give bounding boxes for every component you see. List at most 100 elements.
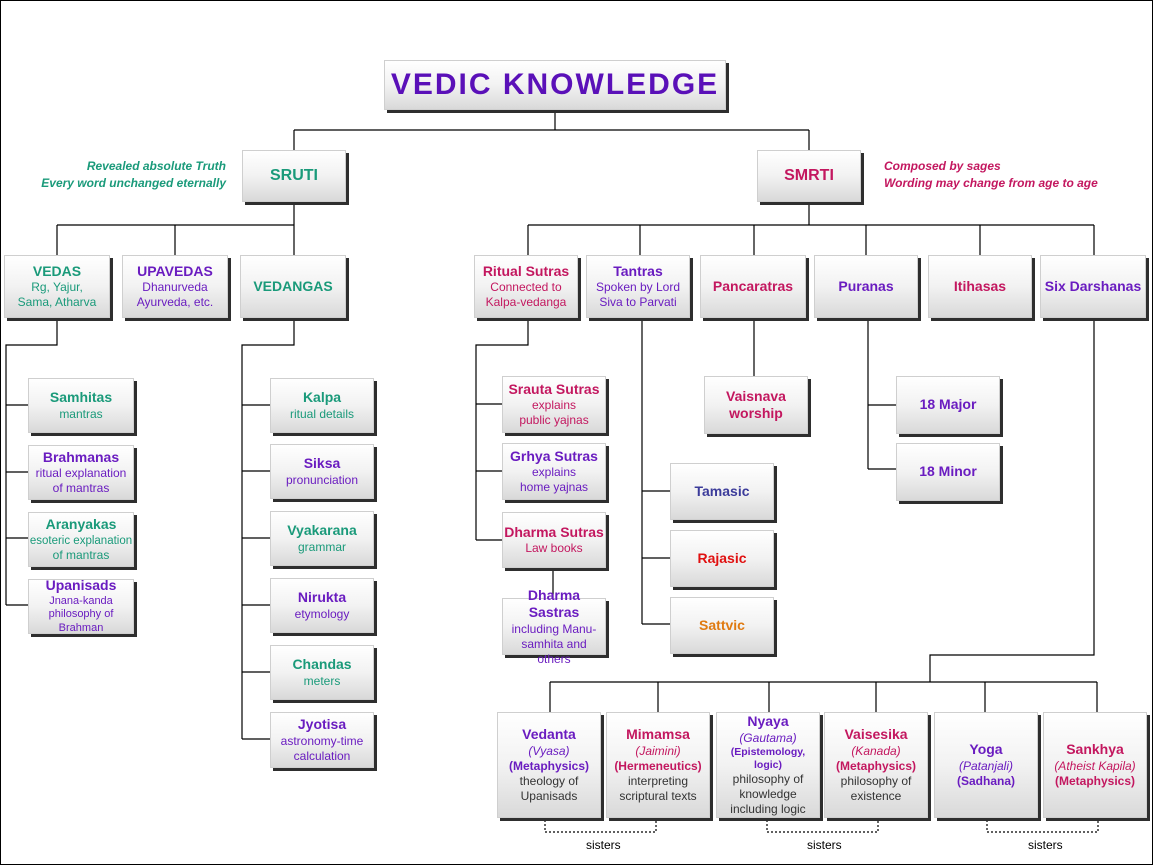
nirukta-node: Nirukta etymology (270, 578, 374, 633)
pancaratras-title: Pancaratras (712, 277, 794, 294)
vaisesika-title: Vaisesika (844, 726, 908, 743)
major-puranas-node: 18 Major (896, 376, 1000, 434)
vedanta-line-1: theology of (519, 773, 579, 788)
dharma-sutras-node: Dharma Sutras Law books (502, 512, 606, 568)
mimamsa-topic: (Hermeneutics) (614, 758, 702, 773)
chandas-title: Chandas (292, 656, 352, 673)
page-title: VEDIC KNOWLEDGE (390, 68, 720, 102)
aranyakas-node: Aranyakas esoteric explanation of mantra… (28, 512, 134, 567)
dharma-sutras-title: Dharma Sutras (504, 523, 604, 540)
dharma-sutras-line-1: Law books (525, 541, 583, 556)
samhitas-title: Samhitas (49, 389, 113, 406)
dharma-sastras-node: Dharma Sastras including Manu- samhita a… (502, 587, 606, 666)
samhitas-node: Samhitas mantras (28, 378, 134, 433)
jyotisa-line-2: calculation (293, 748, 351, 763)
tamasic-title: Tamasic (694, 482, 750, 499)
minor-puranas-title: 18 Minor (919, 463, 977, 480)
grhya-sutras-node: Grhya Sutras explains home yajnas (502, 443, 606, 500)
nyaya-topic: (Epistemology, logic) (730, 745, 806, 771)
srauta-sutras-line-2: public yajnas (519, 413, 589, 428)
vedangas-title: VEDANGAS (253, 277, 333, 294)
puranas-title: Puranas (838, 277, 894, 294)
sisters-label-1: sisters (586, 838, 621, 852)
upavedas-line-1: Dhanurveda (142, 280, 208, 295)
smrti-note: Composed by sages Wording may change fro… (884, 158, 1124, 192)
mimamsa-author: (Jaimini) (635, 743, 681, 758)
vedas-line-2: Sama, Atharva (17, 295, 97, 310)
itihasas-node: Itihasas (928, 255, 1032, 318)
upavedas-title: UPAVEDAS (137, 262, 213, 279)
vaisnava-worship-node: Vaisnava worship (704, 376, 808, 434)
brahmanas-line-2: of mantras (52, 481, 110, 496)
chandas-node: Chandas meters (270, 645, 374, 700)
vaisnava-line-1: Vaisnava (726, 387, 786, 404)
brahmanas-line-1: ritual explanation (35, 466, 127, 481)
vyakarana-node: Vyakarana grammar (270, 511, 374, 566)
vedanta-topic: (Metaphysics) (508, 758, 590, 773)
vedas-line-1: Rg, Yajur, (31, 280, 83, 295)
srauta-sutras-node: Srauta Sutras explains public yajnas (502, 376, 606, 433)
tantras-line-2: Siva to Parvati (599, 295, 677, 310)
nyaya-node: Nyaya (Gautama) (Epistemology, logic) ph… (716, 712, 820, 818)
rajasic-node: Rajasic (670, 530, 774, 587)
yoga-topic: (Sadhana) (956, 773, 1015, 788)
ritual-sutras-title: Ritual Sutras (482, 262, 570, 279)
sankhya-author: (Atheist Kapila) (1054, 758, 1136, 773)
rajasic-title: Rajasic (697, 549, 747, 566)
srauta-sutras-line-1: explains (531, 398, 577, 413)
major-puranas-title: 18 Major (919, 396, 977, 413)
vedanta-line-2: Upanisads (520, 788, 578, 803)
minor-puranas-node: 18 Minor (896, 443, 1000, 501)
vaisnava-line-2: worship (729, 405, 783, 421)
aranyakas-line-1: esoteric explanation (29, 534, 133, 547)
puranas-node: Puranas (814, 255, 918, 318)
sruti-note: Revealed absolute Truth Every word uncha… (30, 158, 226, 192)
yoga-author: (Patanjali) (958, 758, 1014, 773)
upanisads-node: Upanisads Jnana-kanda philosophy of Brah… (28, 577, 134, 635)
srauta-sutras-title: Srauta Sutras (508, 380, 600, 397)
vaisesika-line-1: philosophy of (840, 773, 912, 788)
nirukta-line-1: etymology (294, 606, 350, 621)
dharma-sastras-title: Dharma Sastras (527, 586, 581, 621)
nyaya-line-1: philosophy of (732, 771, 804, 786)
ritual-sutras-node: Ritual Sutras Connected to Kalpa-vedanga (474, 255, 578, 318)
nyaya-title: Nyaya (747, 713, 789, 730)
mimamsa-node: Mimamsa (Jaimini) (Hermeneutics) interpr… (606, 712, 710, 818)
jyotisa-node: Jyotisa astronomy-time calculation (270, 712, 374, 768)
brahmanas-node: Brahmanas ritual explanation of mantras (28, 445, 134, 500)
mimamsa-line-1: interpreting (627, 773, 689, 788)
aranyakas-title: Aranyakas (45, 516, 117, 533)
itihasas-title: Itihasas (953, 277, 1007, 294)
vaisesika-line-2: existence (850, 788, 902, 803)
sisters-label-3: sisters (1028, 838, 1063, 852)
nyaya-line-2: knowledge (739, 786, 797, 801)
tantras-node: Tantras Spoken by Lord Siva to Parvati (586, 255, 690, 318)
upavedas-node: UPAVEDAS Dhanurveda Ayurveda, etc. (122, 255, 228, 318)
grhya-sutras-title: Grhya Sutras (510, 447, 598, 464)
chandas-line-1: meters (303, 673, 341, 688)
vedas-node: VEDAS Rg, Yajur, Sama, Atharva (4, 255, 110, 318)
sankhya-node: Sankhya (Atheist Kapila) (Metaphysics) (1043, 712, 1147, 818)
grhya-sutras-line-1: explains (531, 465, 577, 480)
samhitas-line-1: mantras (59, 406, 103, 421)
tamasic-node: Tamasic (670, 463, 774, 520)
title-box: VEDIC KNOWLEDGE (384, 60, 726, 110)
sisters-label-2: sisters (807, 838, 842, 852)
aranyakas-line-2: of mantras (52, 547, 110, 562)
upanisads-title: Upanisads (45, 577, 117, 594)
nyaya-author: (Gautama) (739, 730, 797, 745)
smrti-note-line-1: Composed by sages (884, 159, 1001, 173)
tantras-line-1: Spoken by Lord (595, 280, 681, 295)
vaisesika-node: Vaisesika (Kanada) (Metaphysics) philoso… (824, 712, 928, 818)
vedangas-node: VEDANGAS (240, 255, 346, 318)
upanisads-line-1: Jnana-kanda (49, 594, 113, 607)
mimamsa-line-2: scriptural texts (619, 788, 697, 803)
pancaratras-node: Pancaratras (700, 255, 806, 318)
jyotisa-line-1: astronomy-time (280, 733, 364, 748)
siksa-title: Siksa (303, 455, 341, 472)
sruti-node: SRUTI (242, 150, 346, 202)
upanisads-line-2: philosophy of Brahman (48, 608, 114, 635)
jyotisa-title: Jyotisa (297, 716, 347, 733)
